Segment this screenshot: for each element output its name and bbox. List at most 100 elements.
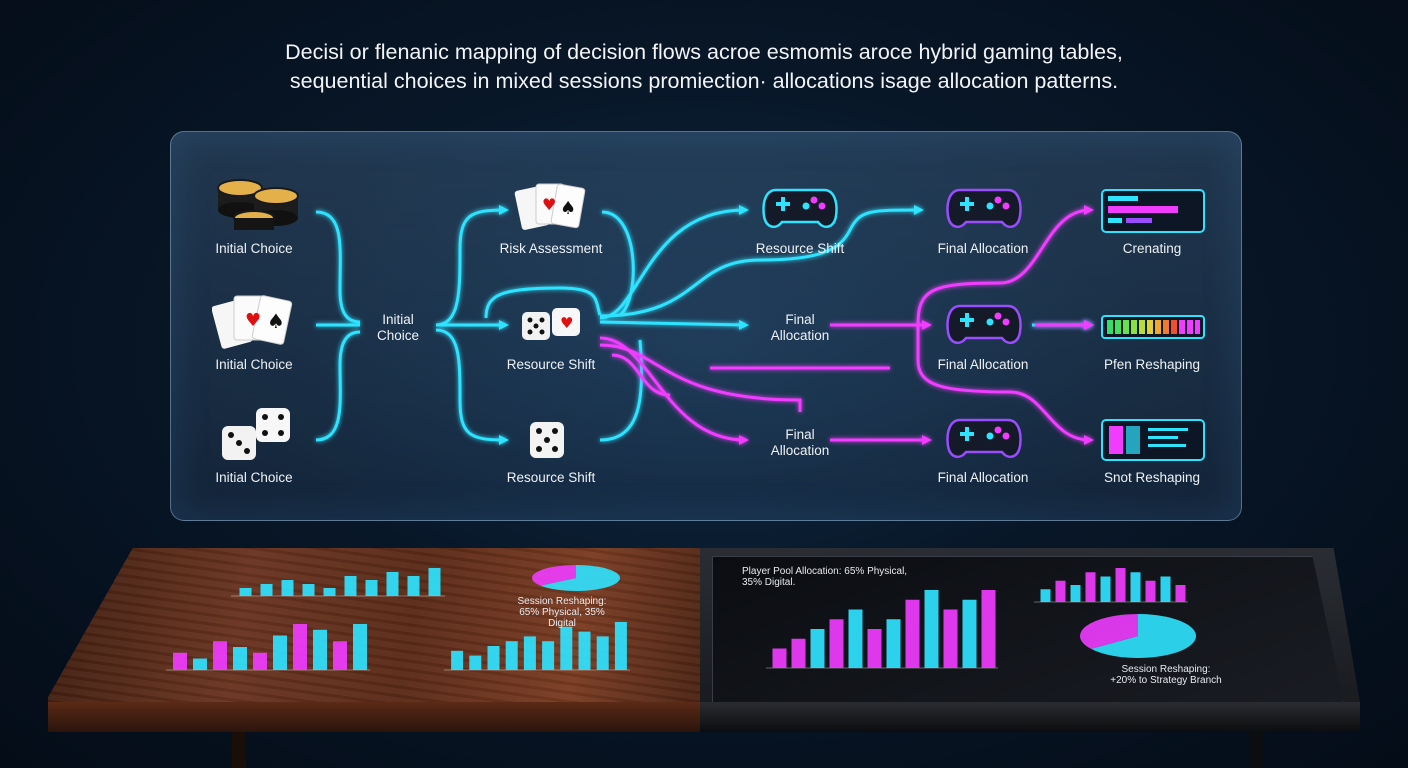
left-bottom-b-bar-8 [596,636,609,670]
dashboard-screen-icon [1101,189,1205,233]
dice-icon: ♥ [522,308,580,340]
poker-chips-icon [217,179,299,230]
final-mid-line-2: Allocation [770,328,830,343]
wooden-table-edge [48,702,700,732]
svg-text:♠: ♠ [560,198,576,219]
right-main-bar-1 [791,638,806,668]
right-small-bar-8 [1160,576,1171,602]
dashboard-screen-icon [1101,419,1205,461]
left-bottom-b-bar-9 [614,622,627,670]
node-initial-choice-1: Initial Choice [215,241,293,256]
node-hub: Initial Choice [377,312,419,344]
node-resource-shift-2: Resource Shift [506,470,596,485]
final-low-line-2: Allocation [770,443,830,458]
right-small-bar-6 [1130,572,1141,602]
right-main-bar-9 [943,609,958,668]
node-final-allocation-mid: Final Allocation [771,312,830,344]
final-mid-line-1: Final [785,312,815,327]
left-pie-caption: Session Reshaping: 65% Physical, 35% Dig… [506,596,618,629]
right-pie-slice-1 [1080,614,1138,649]
right-small-bar-0 [1040,589,1051,602]
playing-cards-icon: ♥ ♠ [514,183,586,230]
left-pie-slice-0 [540,565,620,591]
right-pie-caption-2: +20% to Strategy Branch [1110,675,1222,686]
left-top-bar-6 [365,580,378,596]
node-resource-shift-1: Resource Shift [506,357,596,372]
right-pie-slice-0 [1091,614,1196,658]
gamepad-icon [946,418,1022,459]
svg-text:♠: ♠ [267,309,285,333]
dice-icon [222,408,290,460]
left-bottom-a-bar-3 [233,647,247,670]
svg-text:♥: ♥ [542,195,556,214]
node-final-allocation-3: Final Allocation [937,470,1029,485]
left-bottom-b-bar-5 [542,641,555,670]
left-bottom-a-bar-1 [193,658,207,670]
playing-cards-icon: ♥ ♠ [212,295,293,349]
left-top-bar-1 [260,584,273,596]
dice-icon [530,422,564,458]
right-small-bar-3 [1085,572,1096,602]
left-bottom-a-bar-4 [253,652,267,670]
left-top-bar-2 [281,580,294,596]
left-top-bar-3 [302,584,315,596]
right-small-bar-5 [1115,568,1126,602]
left-bottom-a-bar-5 [273,635,287,670]
level-meter-icon [1101,315,1205,339]
right-main-bar-8 [924,590,939,668]
node-initial-choice-2: Initial Choice [215,357,293,372]
right-chart-title-2: 35% Digital. [742,577,796,588]
hub-line-1: Initial [382,312,414,327]
hub-line-2: Choice [376,328,420,343]
right-small-bar-4 [1100,576,1111,602]
left-bottom-b-bar-7 [578,631,591,670]
right-main-bar-4 [848,609,863,668]
gamepad-icon [762,188,838,229]
right-main-bar-7 [905,599,920,668]
left-top-bar-8 [407,576,420,596]
title-line-1: Decisi or flenanic mapping of decision f… [285,40,1123,64]
right-main-bar-11 [981,590,996,668]
left-bottom-a-bar-0 [173,652,187,670]
left-bottom-b-bar-6 [560,626,573,670]
node-final-allocation-low: Final Allocation [771,427,830,459]
node-initial-choice-3: Initial Choice [215,470,293,485]
gamepad-icon [946,304,1022,345]
node-resource-shift-top: Resource Shift [755,241,845,256]
right-pie-caption-1: Session Reshaping: [1121,664,1211,675]
right-chart-title-1: Player Pool Allocation: 65% Physical, [742,566,908,577]
right-main-bar-5 [867,629,882,668]
digital-table-edge [700,702,1360,732]
left-pie-caption-2: 65% Physical, 35% Digital [519,607,605,629]
right-small-bar-2 [1070,585,1081,602]
svg-text:♥: ♥ [245,310,261,331]
node-final-allocation-2: Final Allocation [937,357,1029,372]
gamepad-icon [946,188,1022,229]
left-top-bar-9 [428,568,441,596]
node-risk-assessment: Risk Assessment [499,241,603,256]
node-output-1: Crenating [1122,241,1182,256]
node-output-3: Snot Reshaping [1103,470,1201,485]
left-bottom-b-bar-4 [523,636,536,670]
final-low-line-1: Final [785,427,815,442]
table-leg [232,732,246,768]
left-top-bar-4 [323,588,336,596]
right-main-bar-10 [962,599,977,668]
left-pie-slice-1 [531,565,576,586]
left-pie-caption-1: Session Reshaping: [517,596,607,607]
magenta-flow-lines [599,205,1094,445]
right-main-bar-2 [810,629,825,668]
left-top-bar-7 [386,572,399,596]
table-leg [1250,732,1264,768]
left-bottom-b-bar-0 [451,650,464,670]
left-bottom-b-bar-1 [469,655,482,670]
left-bottom-b-bar-2 [487,646,500,670]
left-bottom-a-bar-2 [213,641,227,670]
left-bottom-a-bar-8 [333,641,347,670]
left-bottom-a-bar-7 [313,629,327,670]
right-small-bar-9 [1175,585,1186,602]
title-line-2: sequential choices in mixed sessions pro… [289,69,1119,93]
left-bottom-a-bar-9 [353,624,367,670]
